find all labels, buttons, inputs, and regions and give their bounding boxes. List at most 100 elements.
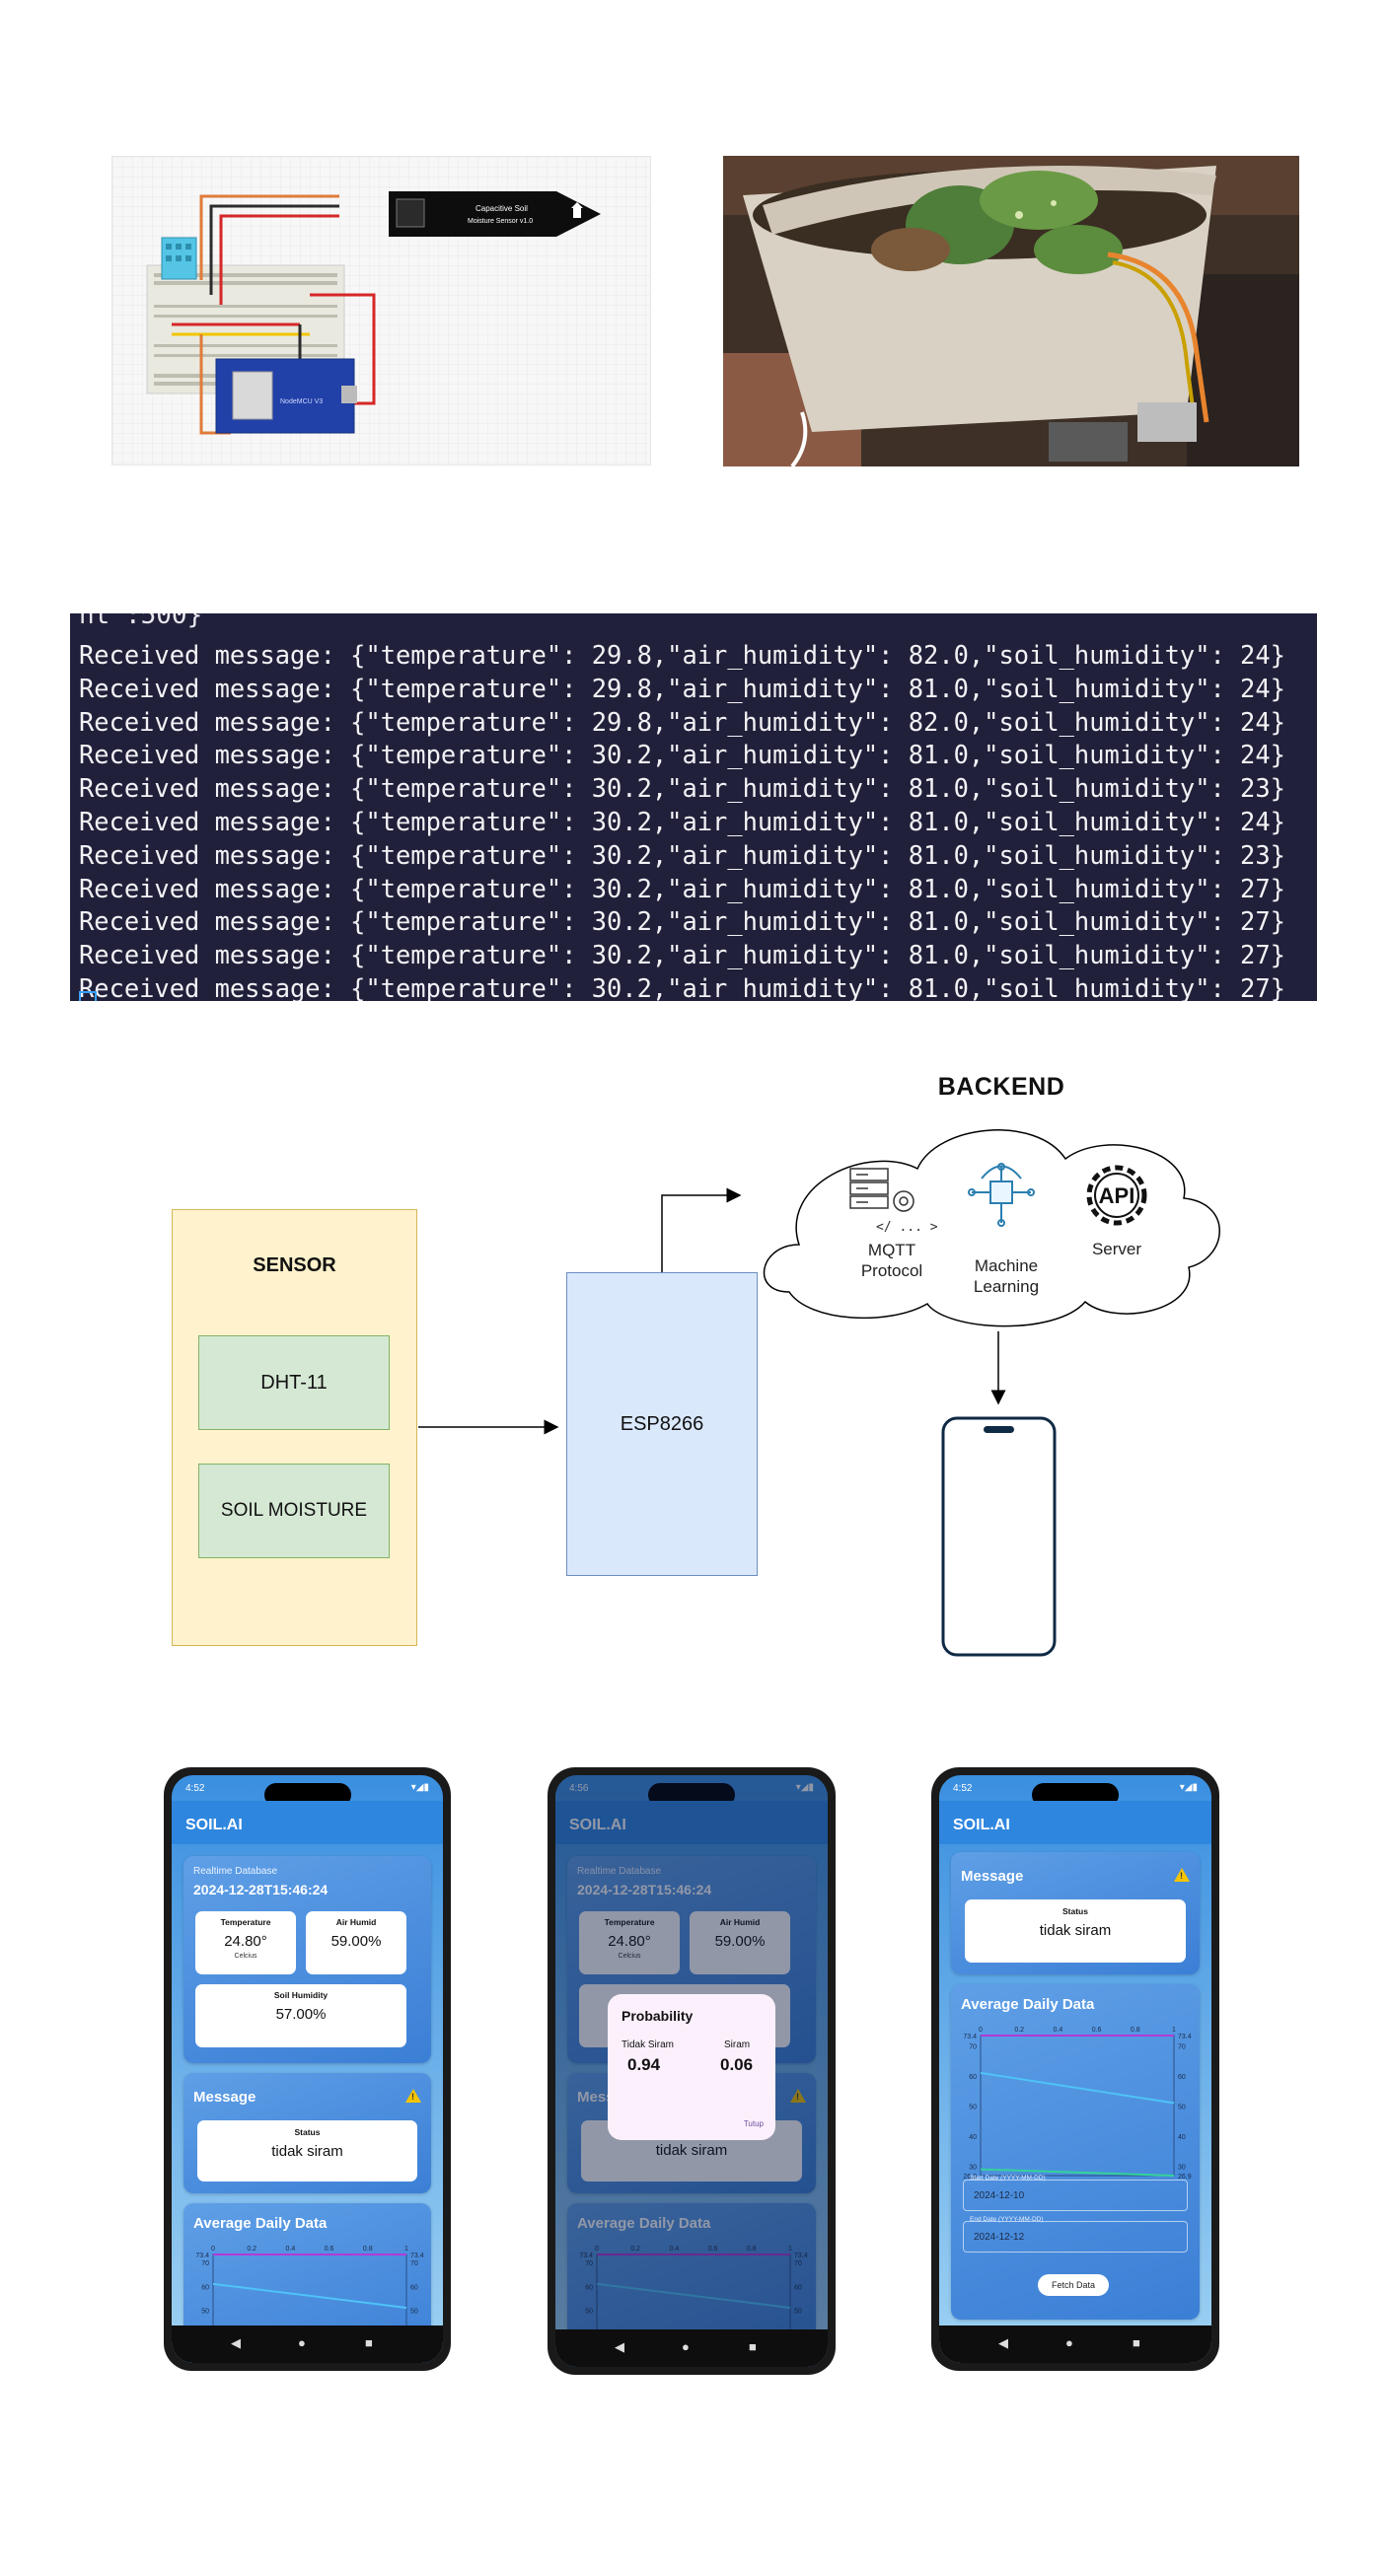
start-date-label: Start Date (YYYY-MM-DD) xyxy=(970,2175,1046,2182)
phone-screenshot-home: 4:52▾◢▮ SOIL.AI Realtime Database 2024-1… xyxy=(164,1767,451,2371)
soil-moisture-box: SOIL MOISTURE xyxy=(198,1464,390,1558)
terminal-line: Received message: {"temperature": 30.2,"… xyxy=(79,972,1285,1001)
back-nav-icon[interactable]: ◀ xyxy=(231,2335,241,2350)
photo-drawing xyxy=(723,156,1299,466)
timestamp: 2024-12-28T15:46:24 xyxy=(577,1882,712,1897)
y-max-label-right: 73.4 xyxy=(794,2253,808,2259)
y-tick-label-right: 70 xyxy=(410,2260,418,2267)
terminal-line: Received message: {"temperature": 30.2,"… xyxy=(79,773,1285,804)
app-title: SOIL.AI xyxy=(185,1817,243,1833)
ml-label-line2: Learning xyxy=(973,1277,1040,1296)
home-nav-icon[interactable]: ● xyxy=(298,2335,306,2350)
y-max-label-right: 73.4 xyxy=(410,2253,424,2259)
warning-icon: ! xyxy=(405,2089,421,2103)
y-tick-label: 50 xyxy=(585,2308,593,2315)
water-label: Siram xyxy=(724,2039,751,2050)
average-daily-title: Average Daily Data xyxy=(577,2215,711,2232)
end-date-value: 2024-12-12 xyxy=(974,2232,1025,2243)
y-tick-label: 50 xyxy=(969,2104,977,2111)
close-dialog-button[interactable]: Tutup xyxy=(743,2119,764,2128)
arrow-esp-to-backend xyxy=(661,1187,742,1272)
terminal-line: Received message: {"temperature": 30.2,"… xyxy=(79,806,1285,836)
mqtt-server-icon xyxy=(849,1168,914,1212)
ml-label: Machine Learning xyxy=(947,1255,1065,1297)
average-daily-title: Average Daily Data xyxy=(193,2215,328,2232)
app-bar: SOIL.AI xyxy=(555,1801,828,1844)
x-tick-label: 0.8 xyxy=(363,2246,373,2253)
y-tick-label: 50 xyxy=(201,2308,209,2315)
y-max-label: 73.4 xyxy=(195,2253,209,2259)
esp8266-label: ESP8266 xyxy=(620,1412,704,1435)
terminal-output: nt :500} Received message: {"temperature… xyxy=(70,613,1317,1001)
terminal-truncated-line: nt :500} xyxy=(79,613,203,630)
y-tick-label-right: 50 xyxy=(1178,2104,1186,2111)
y-tick-label: 70 xyxy=(969,2043,977,2050)
terminal-line: Received message: {"temperature": 29.8,"… xyxy=(79,673,1285,703)
back-nav-icon[interactable]: ◀ xyxy=(998,2335,1008,2350)
start-date-input[interactable]: Start Date (YYYY-MM-DD) 2024-12-10 xyxy=(963,2175,1188,2211)
y-tick-label: 70 xyxy=(201,2260,209,2267)
terminal-line: Received message: {"temperature": 30.2,"… xyxy=(79,839,1285,870)
recents-nav-icon[interactable]: ■ xyxy=(1133,2335,1140,2350)
status-value: tidak siram xyxy=(655,2142,728,2159)
air-humid-value: 59.00% xyxy=(714,1933,766,1950)
terminal-line: Received message: {"temperature": 29.8,"… xyxy=(79,706,1285,737)
y-tick-label: 70 xyxy=(585,2260,593,2267)
temperature-tile: Temperature 24.80° Celcius xyxy=(579,1911,680,1974)
status-title: Status xyxy=(294,2127,321,2137)
x-tick-label: 1 xyxy=(788,2246,792,2253)
air-humid-tile: Air Humid 59.00% xyxy=(306,1911,406,1974)
y-tick-label: 40 xyxy=(969,2134,977,2141)
fetch-data-button[interactable]: Fetch Data xyxy=(1038,2274,1109,2296)
x-tick-label: 0.2 xyxy=(630,2246,640,2253)
home-nav-icon[interactable]: ● xyxy=(682,2339,690,2354)
message-title: Message xyxy=(193,2089,256,2106)
x-tick-label: 0.6 xyxy=(325,2246,334,2253)
realtime-label: Realtime Database xyxy=(193,1866,278,1877)
y-max-label-right: 73.4 xyxy=(1178,2034,1192,2040)
soil-humidity-value: 57.00% xyxy=(275,2006,327,2023)
board-label: NodeMCU V3 xyxy=(280,398,323,405)
soil-humidity-tile: Soil Humidity 57.00% xyxy=(195,1984,406,2047)
no-water-value: 0.94 xyxy=(627,2055,661,2074)
back-nav-icon[interactable]: ◀ xyxy=(615,2339,624,2354)
recents-nav-icon[interactable]: ■ xyxy=(749,2339,757,2354)
recents-nav-icon[interactable]: ■ xyxy=(365,2335,373,2350)
circuit-drawing: NodeMCU V3 Capacitive Soil Moisture Sens… xyxy=(112,157,650,465)
status-value: tidak siram xyxy=(271,2143,343,2160)
air-humid-value: 59.00% xyxy=(330,1933,382,1950)
warning-icon: ! xyxy=(1174,1868,1190,1882)
status-tile: Status tidak siram xyxy=(965,1899,1186,1963)
plant-pot-photo xyxy=(723,156,1299,466)
temperature-value: 24.80° xyxy=(608,1933,651,1950)
average-daily-title: Average Daily Data xyxy=(961,1996,1095,2013)
terminal-line: Received message: {"temperature": 30.2,"… xyxy=(79,906,1285,937)
soil-moisture-label: SOIL MOISTURE xyxy=(220,1500,368,1521)
temperature-title: Temperature xyxy=(604,1917,655,1927)
status-value: tidak siram xyxy=(1039,1922,1112,1939)
home-nav-icon[interactable]: ● xyxy=(1065,2335,1073,2350)
temperature-tile: Temperature 24.80° Celcius xyxy=(195,1911,296,1974)
end-date-label: End Date (YYYY-MM-DD) xyxy=(970,2216,1044,2223)
series-line-3 xyxy=(980,2168,1175,2177)
end-date-input[interactable]: End Date (YYYY-MM-DD) 2024-12-12 xyxy=(963,2216,1188,2253)
mqtt-label-line2: Protocol xyxy=(860,1261,923,1280)
start-date-value: 2024-12-10 xyxy=(974,2190,1025,2201)
app-title: SOIL.AI xyxy=(953,1817,1010,1833)
terminal-line: Received message: {"temperature": 30.2,"… xyxy=(79,940,1285,970)
x-tick-label: 0.8 xyxy=(747,2246,757,2253)
temperature-unit: Celcius xyxy=(234,1953,257,1960)
status-time: 4:52 xyxy=(953,1783,973,1794)
terminal-line: Received message: {"temperature": 29.8,"… xyxy=(79,640,1285,670)
terminal-cursor xyxy=(79,991,97,1001)
x-tick-label: 1 xyxy=(404,2246,408,2253)
y-max-label: 73.4 xyxy=(963,2034,977,2040)
temperature-unit: Celcius xyxy=(618,1953,641,1960)
status-icons: ▾◢▮ xyxy=(1179,1782,1198,1793)
sensor-label-2: Moisture Sensor v1.0 xyxy=(468,218,533,225)
realtime-label: Realtime Database xyxy=(577,1866,662,1877)
terminal-line: Received message: {"temperature": 30.2,"… xyxy=(79,740,1285,770)
android-navbar: ◀ ● ■ xyxy=(555,2329,828,2367)
api-text: API xyxy=(1099,1183,1135,1208)
esp8266-box: ESP8266 xyxy=(566,1272,758,1576)
